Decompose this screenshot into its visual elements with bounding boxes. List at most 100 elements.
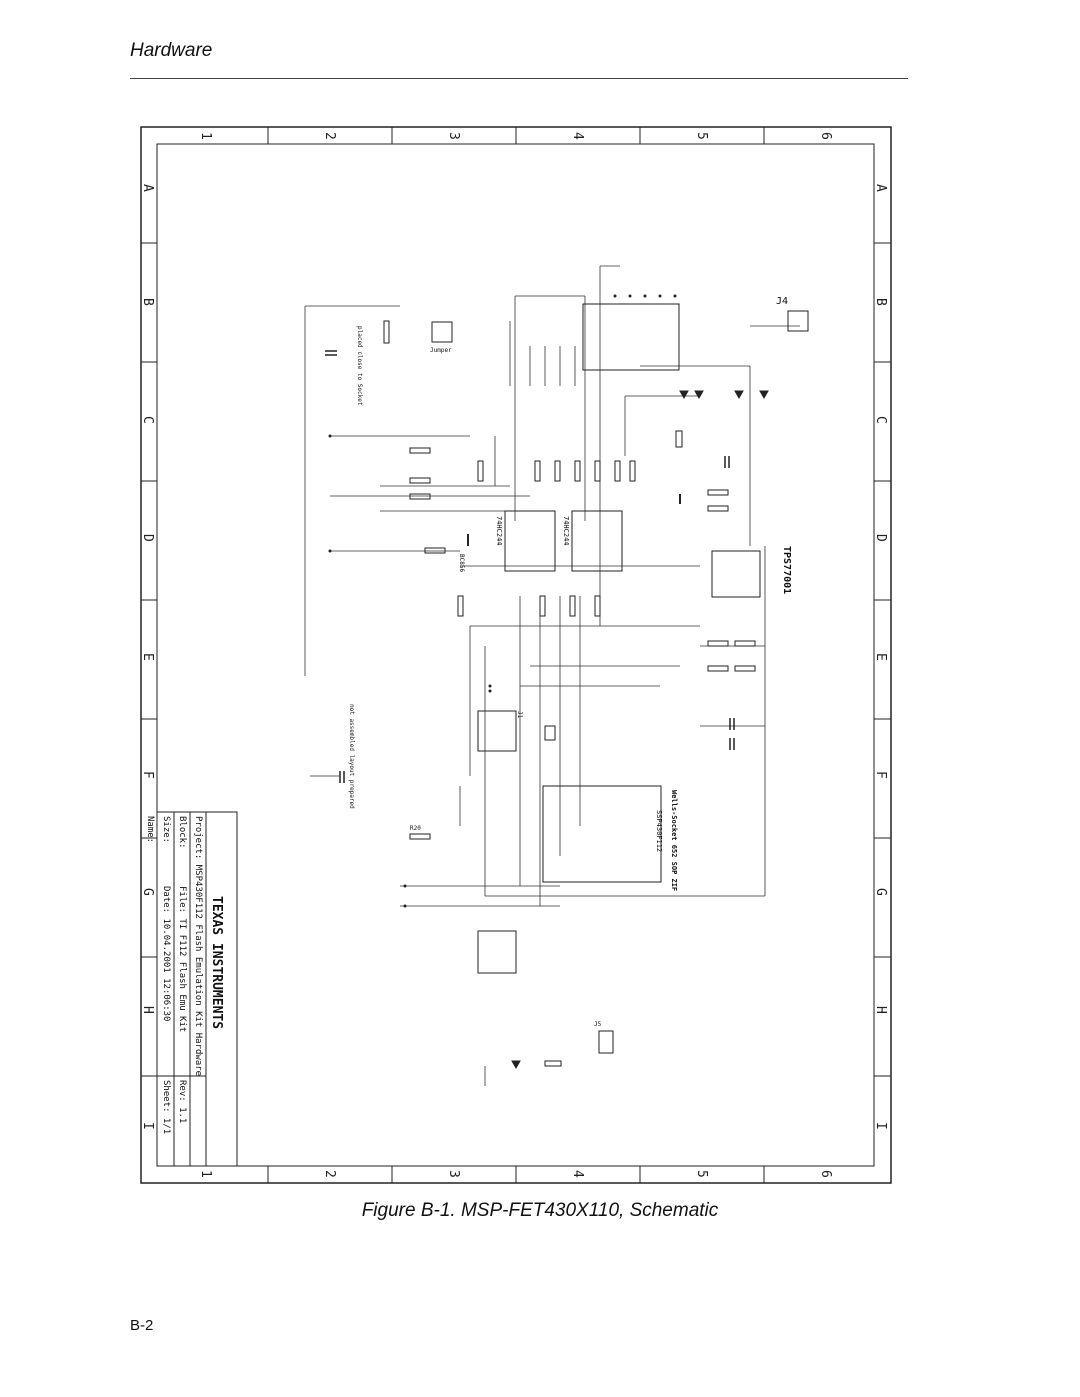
- title-block-rev: Rev: 1.1: [177, 1080, 187, 1123]
- r5-resistor: [544, 1060, 562, 1067]
- zone-col-5-top: 5: [694, 132, 709, 140]
- zone-col-6-top: 6: [818, 132, 833, 140]
- page-number: B-2: [130, 1317, 154, 1334]
- title-block-size: Size:: [161, 816, 171, 843]
- r27b-resistor: [383, 320, 390, 344]
- zone-row-c-left: C: [140, 416, 155, 424]
- zone-col-1-top: 1: [198, 132, 213, 140]
- transistor-q1: [467, 494, 681, 546]
- zone-col-4-bottom: 4: [570, 1170, 585, 1178]
- r4-resistor: [614, 460, 621, 482]
- junction-dots: [328, 294, 677, 908]
- label-j1: J1: [516, 711, 523, 719]
- j5-header: [598, 1030, 614, 1054]
- r1-resistor: [629, 460, 636, 482]
- r7-resistor: [457, 595, 464, 617]
- label-note-bypass: placed close to Socket: [356, 326, 363, 406]
- label-j4: J4: [776, 296, 788, 307]
- r22-resistor: [707, 489, 729, 496]
- r9-resistor: [675, 430, 683, 448]
- r19-resistor: [409, 447, 431, 454]
- r17-resistor: [409, 493, 431, 500]
- zone-col-2-bottom: 2: [322, 1170, 337, 1178]
- r3-resistor: [594, 595, 601, 617]
- r13-resistor: [534, 460, 541, 482]
- schematic-figure: 1 2 3 4 5 6 1 2 3 4 5 6 A B C D E F G H …: [140, 126, 892, 1184]
- label-jumper: Jumper: [430, 347, 452, 354]
- r27-resistor: [734, 665, 756, 672]
- zone-row-e-right: E: [873, 653, 888, 661]
- r23-resistor: [707, 505, 729, 512]
- r15-resistor: [477, 460, 484, 482]
- title-block-block: Block:: [177, 816, 187, 849]
- zone-row-d-right: D: [873, 534, 888, 542]
- r25-resistor: [734, 640, 756, 647]
- label-u5: 74HC244: [495, 516, 503, 546]
- zone-row-d-left: D: [140, 534, 155, 542]
- zone-col-1-bottom: 1: [198, 1170, 213, 1178]
- schematic-outer-border: [140, 126, 892, 1184]
- u1-regulator: [711, 550, 761, 598]
- title-block-sheet: Sheet: 1/1: [161, 1080, 171, 1134]
- r26-resistor: [707, 665, 729, 672]
- zone-row-a-left: A: [140, 184, 155, 192]
- schematic-inner-border: [156, 143, 875, 1167]
- u5-buffer: [504, 510, 556, 572]
- title-block-date: Date: 10.04.2001 12:06:30: [161, 886, 171, 1021]
- label-j5: J5: [594, 1021, 602, 1028]
- zone-col-6-bottom: 6: [818, 1170, 833, 1178]
- title-block-name: Name:: [145, 816, 155, 843]
- j2-header: [477, 930, 517, 974]
- zone-row-i-left: I: [140, 1122, 155, 1130]
- r11-resistor: [554, 460, 561, 482]
- label-r20: R20: [410, 825, 421, 832]
- label-socket: Wells-Socket 652 SOP ZIF: [670, 790, 678, 891]
- zone-col-3-top: 3: [446, 132, 461, 140]
- zone-col-4-top: 4: [570, 132, 585, 140]
- jumper-header: [431, 321, 453, 343]
- zone-row-h-right: H: [873, 1006, 888, 1014]
- r16-resistor: [409, 477, 431, 484]
- title-block-company: TEXAS INSTRUMENTS: [209, 896, 224, 1029]
- running-header: Hardware: [130, 40, 213, 61]
- zone-col-2-top: 2: [322, 132, 337, 140]
- r18-resistor: [424, 547, 446, 554]
- diodes: [511, 390, 769, 1070]
- zone-row-g-right: G: [873, 888, 888, 896]
- zone-row-a-right: A: [873, 184, 888, 192]
- components: [383, 303, 809, 1067]
- header-rule: [130, 78, 908, 79]
- zone-row-b-left: B: [140, 298, 155, 306]
- r10-resistor: [569, 595, 576, 617]
- socket-zif: [542, 785, 662, 883]
- figure-caption: Figure B-1. MSP-FET430X110, Schematic: [361, 1200, 719, 1221]
- circuit-wiring: [304, 265, 800, 1086]
- j4-header: [787, 310, 809, 332]
- label-tps77001: TPS77001: [781, 546, 792, 594]
- zone-ticks: [141, 127, 891, 1183]
- u6-buffer: [571, 510, 623, 572]
- zone-col-3-bottom: 3: [446, 1170, 461, 1178]
- zone-col-5-bottom: 5: [694, 1170, 709, 1178]
- zone-row-f-right: F: [873, 771, 888, 779]
- zone-row-b-right: B: [873, 298, 888, 306]
- j3-connector: [582, 303, 680, 371]
- r8-resistor: [574, 460, 581, 482]
- label-u6: 74HC244: [562, 516, 570, 546]
- label-q1: BC856: [458, 554, 465, 572]
- label-note-layout: not assembled layout prepared: [348, 704, 355, 809]
- r14-resistor: [539, 595, 546, 617]
- zone-row-e-left: E: [140, 653, 155, 661]
- title-block: [156, 811, 238, 1167]
- title-block-file: File: TI F112 Flash Emu Kit: [177, 886, 187, 1032]
- r20-resistor: [409, 833, 431, 840]
- zone-row-g-left: G: [140, 888, 155, 896]
- crystal: [544, 725, 556, 741]
- j1-header: [477, 710, 517, 752]
- zone-row-f-left: F: [140, 771, 155, 779]
- capacitors: [325, 350, 735, 783]
- label-mcu: SSP430F112: [655, 810, 663, 852]
- zone-row-c-right: C: [873, 416, 888, 424]
- r24-resistor: [707, 640, 729, 647]
- zone-row-i-right: I: [873, 1122, 888, 1130]
